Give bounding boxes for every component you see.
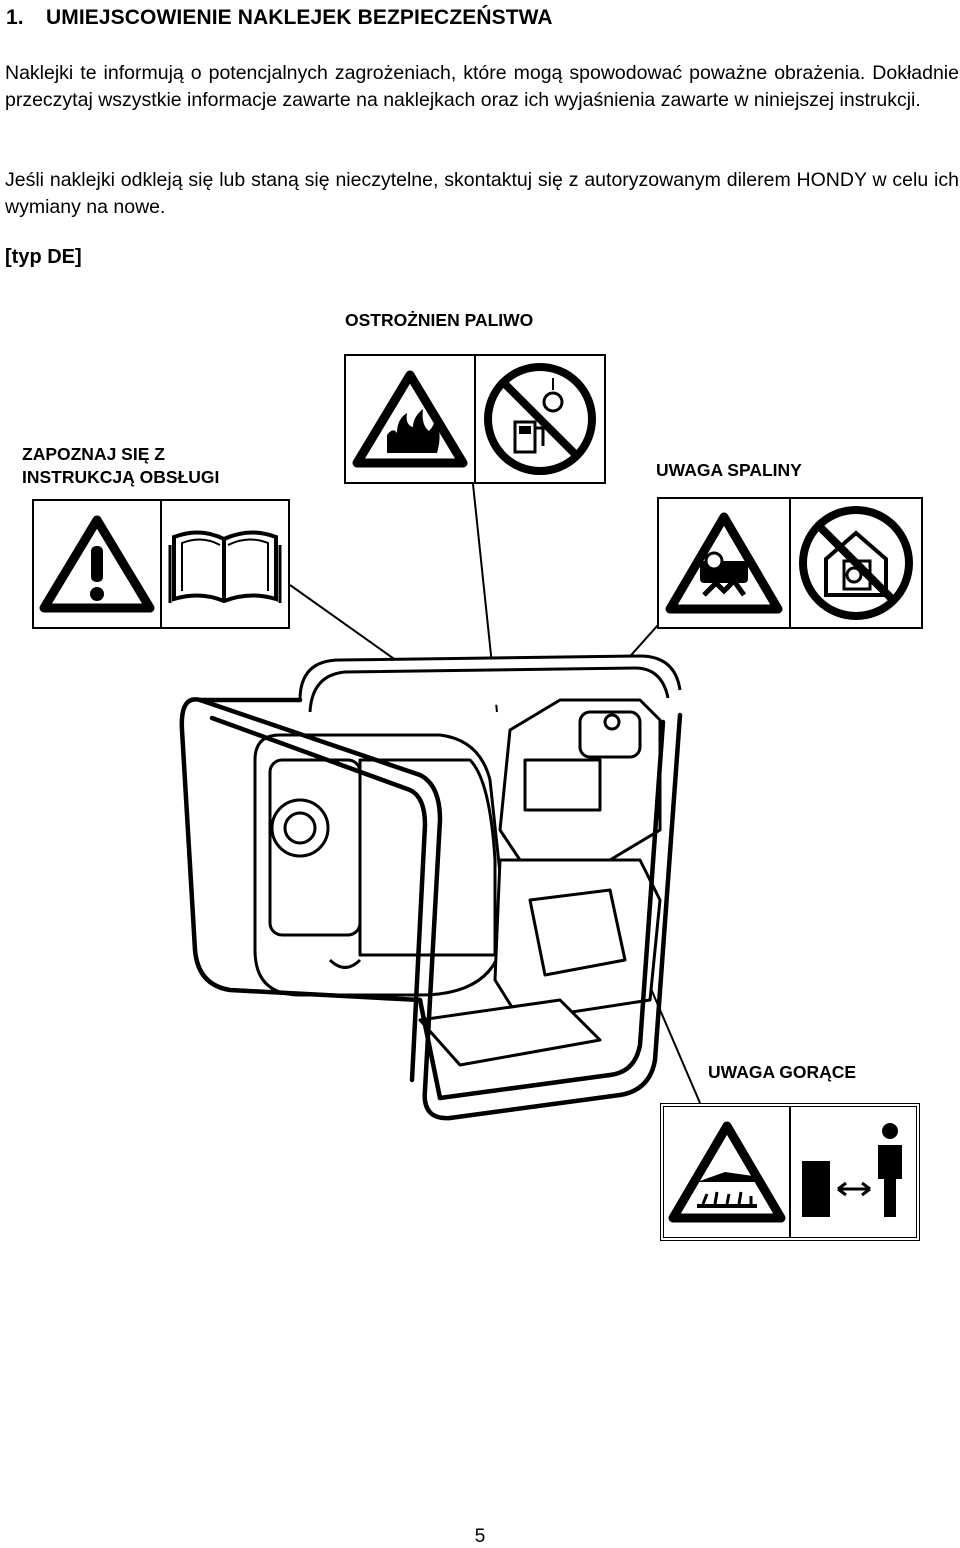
- read-manual-label-line2: INSTRUKCJĄ OBSŁUGI: [22, 467, 220, 487]
- section-title: UMIEJSCOWIENIE NAKLEJEK BEZPIECZEŃSTWA: [46, 6, 553, 29]
- fire-warning-icon: [346, 356, 476, 482]
- exhaust-sticker: [657, 497, 923, 629]
- no-indoor-use-icon: [791, 499, 921, 627]
- toxic-gas-warning-icon: [659, 499, 791, 627]
- no-smoking-fuel-icon: [476, 356, 604, 482]
- section-heading: 1. UMIEJSCOWIENIE NAKLEJEK BEZPIECZEŃSTWA: [6, 6, 553, 30]
- hot-surface-warning-icon: [664, 1107, 791, 1237]
- model-type-tag: [typ DE]: [5, 246, 82, 268]
- read-manual-label-line1: ZAPOZNAJ SIĘ Z: [22, 444, 165, 464]
- hot-sticker: [660, 1103, 920, 1241]
- fuel-sticker: [344, 354, 606, 484]
- replacement-paragraph: Jeśli naklejki odkleją się lub staną się…: [5, 169, 959, 218]
- keep-distance-icon: [791, 1107, 916, 1237]
- intro-paragraph: Naklejki te informują o potencjalnych za…: [5, 62, 959, 111]
- fuel-caution-label: OSTROŻNIEN PALIWO: [345, 310, 534, 330]
- page-number: 5: [474, 1526, 486, 1547]
- manual-sticker: [32, 499, 290, 629]
- section-number: 1.: [6, 6, 24, 29]
- open-book-icon: [162, 501, 288, 627]
- exhaust-warning-label: UWAGA SPALINY: [656, 460, 802, 480]
- hot-warning-label: UWAGA GORĄCE: [708, 1062, 857, 1082]
- exclamation-warning-icon: [34, 501, 162, 627]
